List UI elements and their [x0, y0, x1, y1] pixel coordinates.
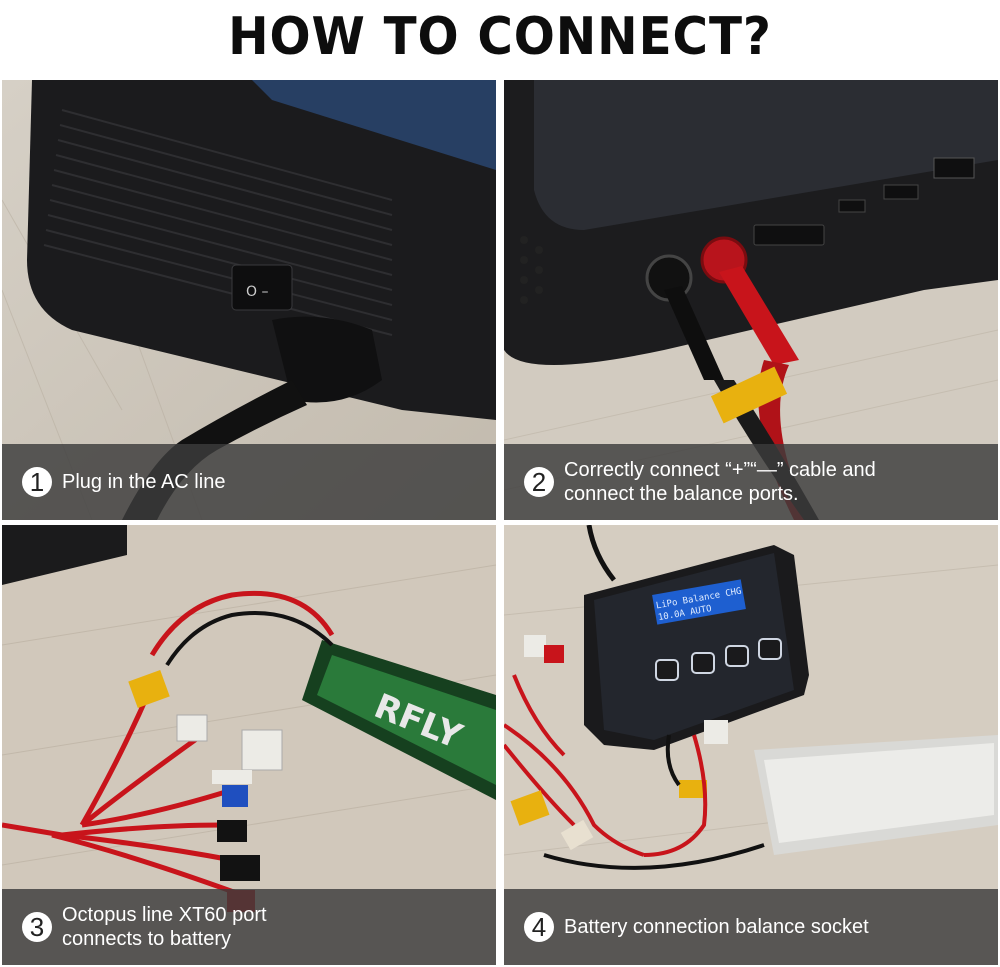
- step-text: Plug in the AC line: [62, 471, 226, 493]
- step-text: Battery connection balance socket: [564, 916, 869, 938]
- step-caption-2: 2 Correctly connect “+”“—” cable and con…: [504, 444, 998, 520]
- step-text: Octopus line XT60 port connects to batte…: [62, 904, 267, 950]
- page-title: HOW TO CONNECT?: [228, 7, 772, 67]
- svg-text:O –: O –: [246, 284, 268, 300]
- step-caption-4: 4 Battery connection balance socket: [504, 889, 998, 965]
- step-panel-3: RFLY 3 Octopus line XT60 port connects t…: [2, 525, 496, 965]
- step-number-badge: 4: [524, 912, 554, 942]
- step-number-badge: 1: [22, 467, 52, 497]
- step-caption-3: 3 Octopus line XT60 port connects to bat…: [2, 889, 496, 965]
- step-panel-2: 2 Correctly connect “+”“—” cable and con…: [504, 80, 998, 520]
- step-panel-1: O – 1 Plug in the AC line: [2, 80, 496, 520]
- step-number-badge: 3: [22, 912, 52, 942]
- step-text: Correctly connect “+”“—” cable and conne…: [564, 459, 876, 505]
- step-panel-4: LiPo Balance CHG 10.0A AUTO 4 Battery co…: [504, 525, 998, 965]
- step-caption-1: 1 Plug in the AC line: [2, 444, 496, 520]
- step-number-badge: 2: [524, 467, 554, 497]
